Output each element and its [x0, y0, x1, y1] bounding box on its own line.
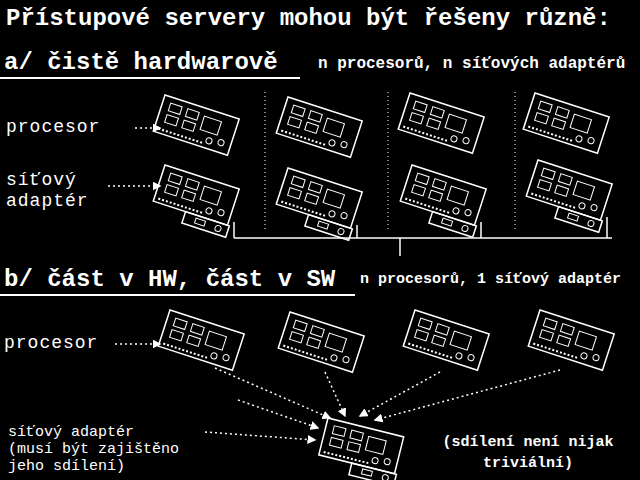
note: (sdílení není nijak triviální)	[438, 432, 618, 474]
part-label: procesor	[4, 334, 98, 353]
section-note: n procesorů, n síťových adaptérů	[318, 56, 625, 73]
section-note: n procesorů, 1 síťový adaptér	[360, 272, 621, 288]
title: Přístupové servery mohou být řešeny různ…	[6, 6, 611, 31]
part-label: procesor	[6, 118, 100, 137]
section-heading: b/ část v HW, část v SW	[4, 267, 335, 292]
section-heading: a/ čistě hardwarově	[4, 50, 278, 75]
part-label: síťový adaptér	[6, 170, 141, 211]
part-label: síťový adaptér (musí být zajištěno jeho …	[8, 425, 184, 475]
